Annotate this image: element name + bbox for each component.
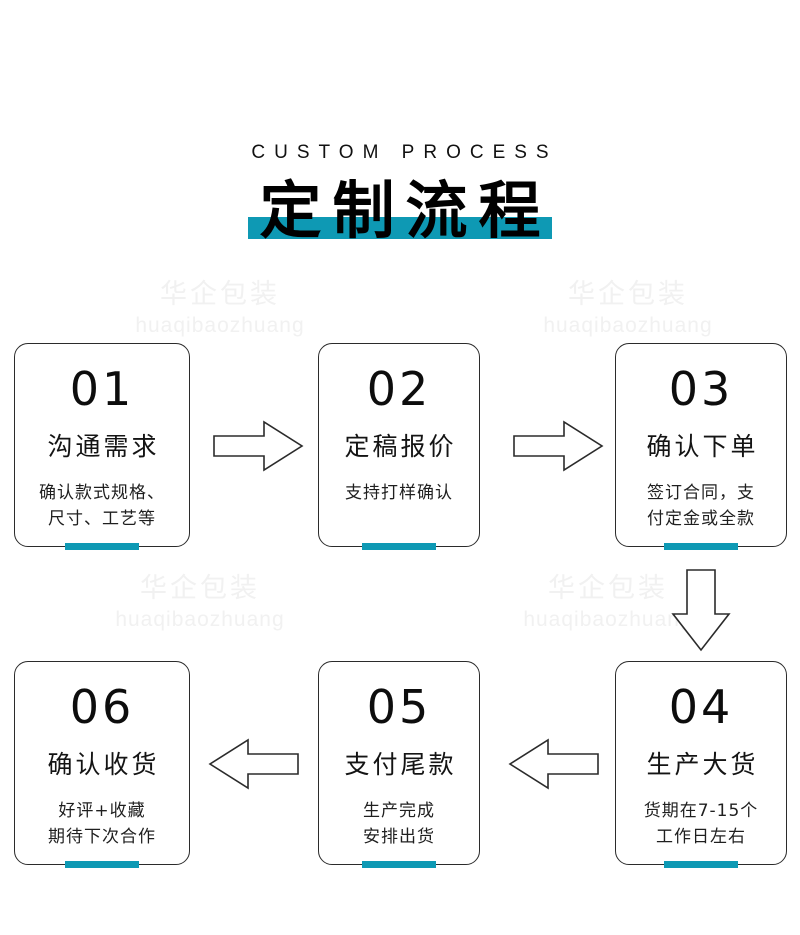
step-card-01[interactable]: 01 沟通需求 确认款式规格、 尺寸、工艺等	[14, 343, 190, 550]
page-title-text: 定制流程	[259, 174, 552, 247]
watermark-en-text: huaqibaozhuang	[115, 607, 285, 631]
arrow-step1-to-step2-icon	[212, 418, 304, 474]
step-description: 签订合同，支 付定金或全款	[647, 483, 755, 530]
step-card-03[interactable]: 03 确认下单 签订合同，支 付定金或全款	[615, 343, 787, 550]
step-number: 04	[668, 680, 734, 734]
watermark-top-right: 华企包装 huaqibaozhuang	[528, 278, 728, 339]
arrow-step4-to-step5-icon	[508, 736, 600, 792]
watermark-cn-text: 华企包装	[568, 279, 688, 310]
page-header: CUSTOM PROCESS 定制流程	[0, 0, 800, 243]
watermark-top-left: 华企包装 huaqibaozhuang	[120, 278, 320, 339]
card-accent-bar	[664, 861, 738, 868]
watermark-en-text: huaqibaozhuang	[543, 313, 713, 337]
card-accent-bar	[362, 861, 436, 868]
arrow-step5-to-step6-icon	[208, 736, 300, 792]
title-underline-bar	[248, 217, 552, 240]
card-accent-bar	[362, 543, 436, 550]
step-number: 01	[69, 362, 135, 416]
step-card-02[interactable]: 02 定稿报价 支持打样确认	[318, 343, 480, 550]
arrow-step2-to-step3-icon	[512, 418, 604, 474]
step-title: 确认下单	[646, 432, 759, 461]
step-title: 支付尾款	[344, 750, 457, 779]
card-accent-bar	[664, 543, 738, 550]
arrow-step3-to-step4-icon	[669, 568, 733, 652]
step-title: 生产大货	[646, 750, 759, 779]
step-number: 02	[366, 362, 432, 416]
header-eyebrow: CUSTOM PROCESS	[251, 142, 558, 163]
card-accent-bar	[65, 543, 139, 550]
watermark-en-text: huaqibaozhuang	[135, 313, 305, 337]
step-title: 定稿报价	[344, 432, 457, 461]
watermark-middle-left: 华企包装 huaqibaozhuang	[100, 572, 300, 633]
page-title: 定制流程	[248, 174, 552, 247]
watermark-cn-text: 华企包装	[160, 279, 280, 310]
step-number: 05	[366, 680, 432, 734]
watermark-cn-text: 华企包装	[140, 573, 260, 604]
step-description: 生产完成 安排出货	[363, 801, 435, 848]
step-description: 好评+收藏 期待下次合作	[48, 801, 156, 848]
step-card-06[interactable]: 06 确认收货 好评+收藏 期待下次合作	[14, 661, 190, 868]
card-accent-bar	[65, 861, 139, 868]
step-number: 03	[668, 362, 734, 416]
step-card-05[interactable]: 05 支付尾款 生产完成 安排出货	[318, 661, 480, 868]
step-title: 确认收货	[47, 750, 160, 779]
step-description: 支持打样确认	[345, 483, 453, 503]
step-number: 06	[69, 680, 135, 734]
step-title: 沟通需求	[47, 432, 160, 461]
step-description: 确认款式规格、 尺寸、工艺等	[39, 483, 165, 530]
step-description: 货期在7-15个 工作日左右	[643, 801, 759, 848]
step-card-04[interactable]: 04 生产大货 货期在7-15个 工作日左右	[615, 661, 787, 868]
